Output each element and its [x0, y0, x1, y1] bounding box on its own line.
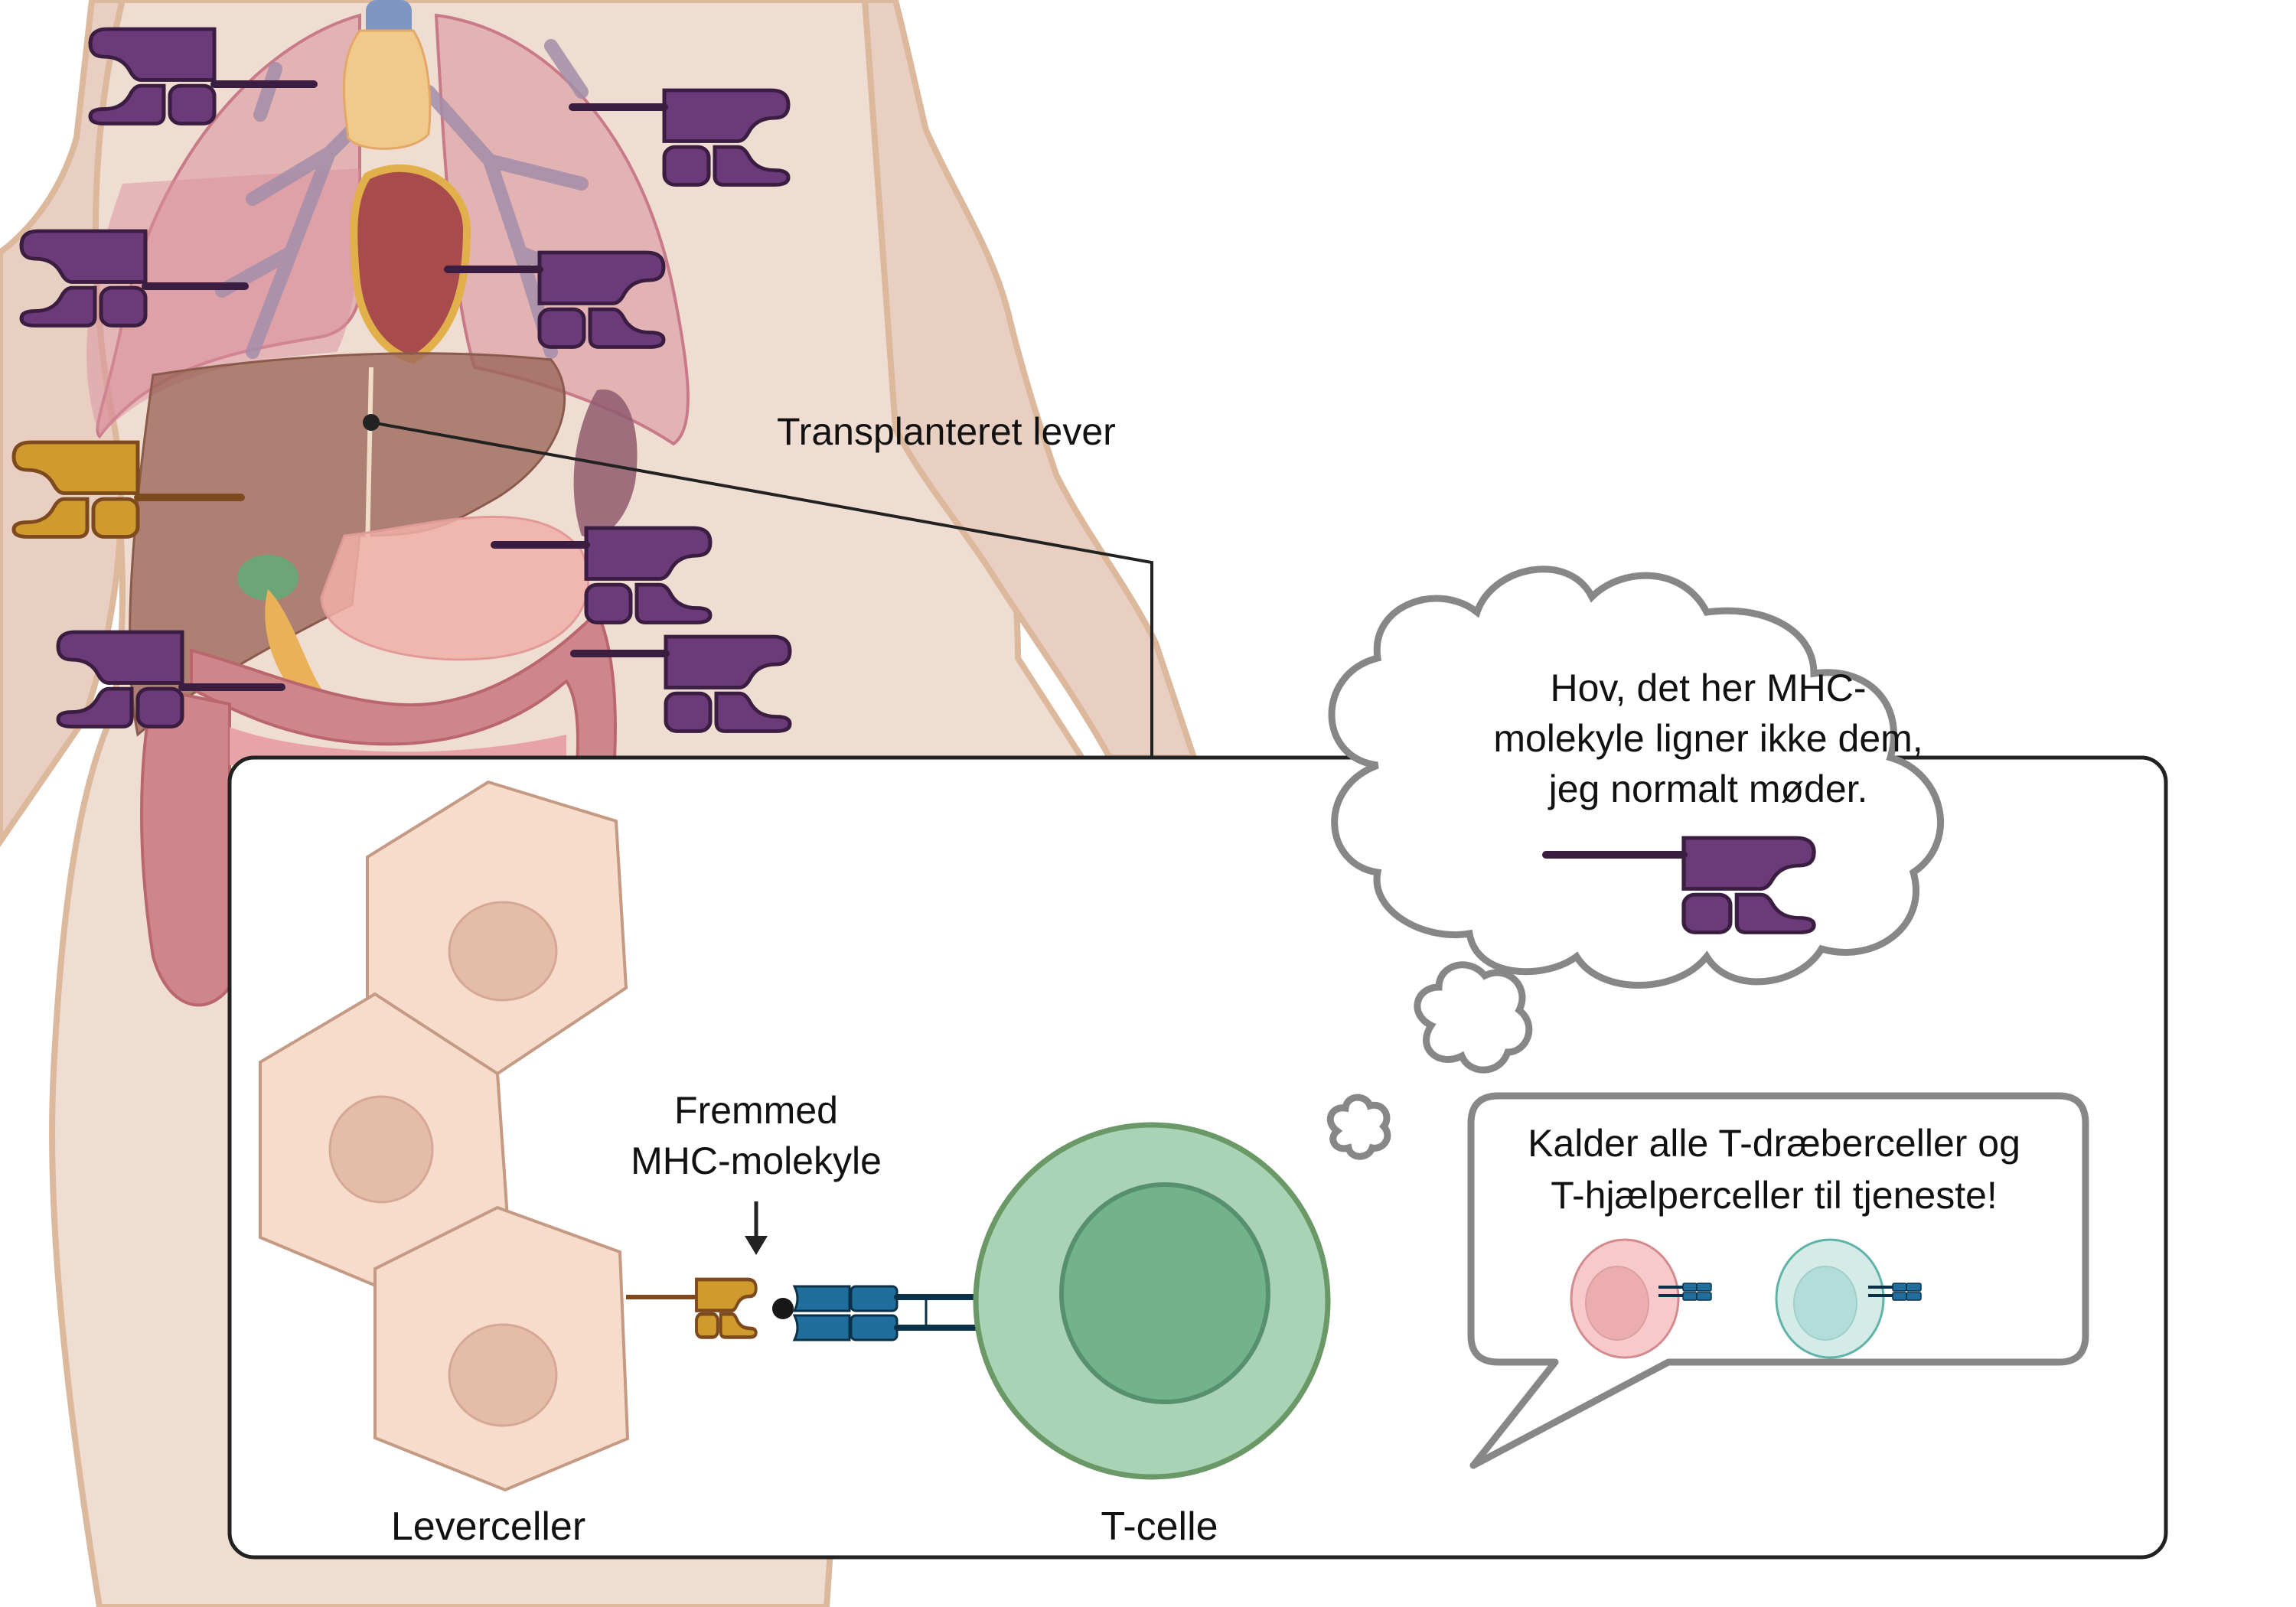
self-mhc-molecule-icon [491, 528, 710, 623]
self-mhc-molecule-icon [90, 29, 318, 124]
foreign-mhc-label-line-1: Fremmed [674, 1089, 838, 1132]
antigen-peptide-icon [772, 1298, 794, 1319]
falciform-ligament [365, 367, 373, 552]
foreign-mhc-label: Fremmed MHC-molekyle [631, 1085, 882, 1186]
liver-pointer [363, 414, 1153, 758]
liver-cells [259, 780, 630, 1492]
foreign-mhc-label-line-2: MHC-molekyle [631, 1139, 882, 1182]
self-mhc-molecule-icon [444, 253, 664, 347]
thymus [342, 29, 432, 150]
thought-bubble [1326, 566, 1944, 1160]
self-mhc-molecule-icon [58, 632, 285, 727]
thought-text-line-2: molekyle ligner ikke dem, [1493, 717, 1923, 760]
down-arrow-icon [745, 1201, 768, 1255]
transplanted-liver-label: Transplanteret lever [777, 410, 1116, 453]
killer-t-cell-icon [1570, 1238, 1712, 1359]
speech-text-line-2: T-hjælperceller til tjeneste! [1551, 1174, 1998, 1217]
gallbladder [237, 555, 298, 601]
thought-text-line-1: Hov, det her MHC- [1550, 667, 1867, 709]
liver-cells-label: Leverceller [390, 1504, 586, 1549]
thought-dot-large [1414, 961, 1533, 1074]
self-mhc-molecule-icon [1542, 838, 1814, 933]
t-cell-label: T-celle [1101, 1504, 1218, 1549]
right-arm [861, 0, 1199, 761]
foreign-mhc-molecule-icon [14, 442, 245, 537]
self-mhc-molecule-icon [21, 231, 249, 326]
thought-text-line-3: jeg normalt møder. [1548, 768, 1868, 810]
t-cell-icon [973, 1122, 1331, 1480]
speech-bubble-text: Kalder alle T-dræberceller og T-hjælperc… [1528, 1117, 2020, 1221]
helper-t-cell-icon [1775, 1238, 1922, 1359]
self-mhc-molecule-icon [570, 637, 790, 732]
self-mhc-markers [21, 29, 790, 732]
self-mhc-molecule-icon [569, 90, 788, 185]
thought-dot-small [1326, 1094, 1391, 1160]
speech-text-line-1: Kalder alle T-dræberceller og [1528, 1122, 2020, 1165]
heart [350, 164, 471, 364]
pancreas [265, 589, 326, 703]
thought-bubble-text: Hov, det her MHC- molekyle ligner ikke d… [1493, 663, 1923, 814]
stomach [320, 515, 590, 661]
ascending-colon [140, 686, 231, 1007]
